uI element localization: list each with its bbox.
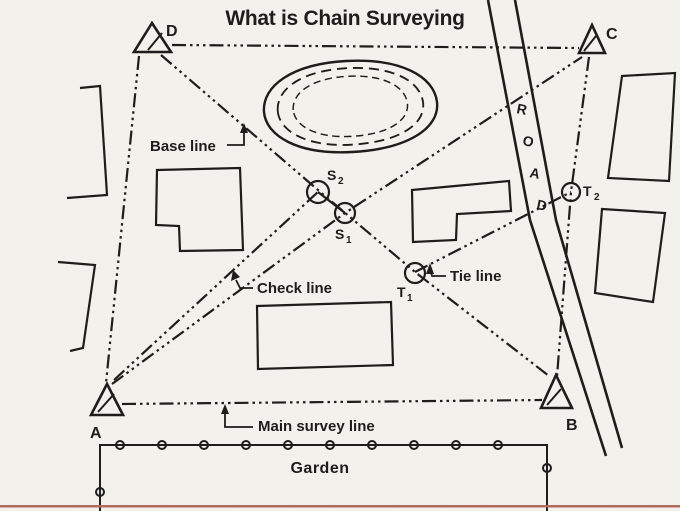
footer-rule <box>0 505 680 508</box>
svg-text:T: T <box>583 183 592 199</box>
base-line-leader <box>227 132 245 146</box>
garden-fence-posts <box>95 440 552 497</box>
point-label-t1: T 1 <box>397 284 413 304</box>
check-line-leader <box>235 279 253 289</box>
building-right-top <box>606 71 677 183</box>
point-marker-t2 <box>560 181 582 203</box>
main-survey-line-leader <box>224 413 253 428</box>
point-label-t2: T 2 <box>583 183 600 203</box>
pond-outline-outer <box>262 59 439 154</box>
tie-line-label: Tie line <box>450 268 501 285</box>
main-survey-line-arrow <box>221 404 229 414</box>
station-label-b: B <box>566 417 578 434</box>
main-survey-line-label: Main survey line <box>258 418 375 435</box>
svg-text:1: 1 <box>346 235 352 246</box>
road-letter-r: R <box>515 100 528 118</box>
survey-line-c-b <box>555 56 591 378</box>
road-letter-o: O <box>521 132 535 150</box>
building-right-bottom <box>593 207 667 304</box>
svg-text:T: T <box>397 284 406 300</box>
svg-text:S: S <box>335 226 344 242</box>
station-marker-b <box>538 371 575 410</box>
base-line-d-b <box>160 54 550 377</box>
road-letter-a: A <box>528 164 541 182</box>
garden-label: Garden <box>290 460 349 477</box>
station-label-c: C <box>606 26 618 43</box>
svg-text:S: S <box>327 167 336 183</box>
building-mid-left <box>154 166 245 253</box>
tie-line-t1-t2 <box>414 191 572 273</box>
survey-line-a-b-main <box>121 398 543 406</box>
building-center <box>410 179 513 244</box>
tie-line-arrow <box>426 263 434 274</box>
base-line-arrow <box>240 123 248 133</box>
main-survey-line-annotation: Main survey line <box>221 404 375 435</box>
check-line-label: Check line <box>257 280 332 297</box>
building-center-bottom <box>255 300 395 371</box>
road-letter-d: D <box>535 196 548 214</box>
page-title: What is Chain Surveying <box>225 7 464 30</box>
check-line-annotation: Check line <box>231 270 332 297</box>
point-label-s2: S 2 <box>327 167 344 187</box>
station-label-d: D <box>166 23 178 40</box>
base-line-annotation: Base line <box>150 123 248 155</box>
station-label-a: A <box>90 425 102 442</box>
svg-text:2: 2 <box>594 192 600 203</box>
connector-s2-s1 <box>317 191 346 214</box>
point-label-s1: S 1 <box>335 226 352 246</box>
check-line-arrow <box>231 270 240 281</box>
check-line-a-s2 <box>113 191 319 381</box>
point-marker-t1 <box>403 261 427 285</box>
point-marker-s1 <box>333 201 357 225</box>
base-line-label: Base line <box>150 138 216 155</box>
station-marker-c <box>576 21 608 55</box>
garden-fence <box>99 444 548 511</box>
building-left-bottom <box>57 260 97 353</box>
road-edge-left <box>486 0 608 457</box>
pond-outline-inner <box>292 75 409 138</box>
road-edge-right <box>513 0 624 449</box>
point-marker-s2 <box>305 179 331 205</box>
survey-line-d-c <box>171 43 580 50</box>
building-left-top <box>66 84 109 200</box>
pond-outline-middle <box>276 67 425 146</box>
survey-line-d-a <box>104 55 141 384</box>
station-marker-a <box>88 381 126 417</box>
svg-text:1: 1 <box>407 293 413 304</box>
station-marker-d <box>131 20 174 54</box>
svg-text:2: 2 <box>338 176 344 187</box>
tie-line-annotation: Tie line <box>426 263 501 285</box>
